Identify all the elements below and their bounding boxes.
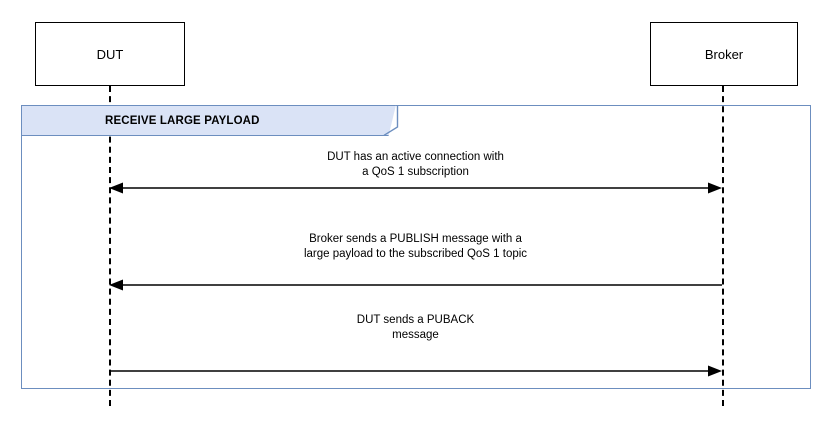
lifeline-dut <box>109 86 111 406</box>
participant-box-broker[interactable]: Broker <box>650 22 798 86</box>
message-2-arrow-left <box>109 279 722 291</box>
message-2-text-line1: Broker sends a PUBLISH message with a <box>309 233 522 245</box>
participant-label-broker: Broker <box>704 46 744 62</box>
message-3-arrow-right <box>109 365 722 377</box>
message-2-text-line2: large payload to the subscribed QoS 1 to… <box>303 248 528 260</box>
fragment-header-label: RECEIVE LARGE PAYLOAD <box>105 114 260 127</box>
message-3-text-line2: message <box>392 329 439 341</box>
message-1-arrow-bidirectional <box>109 182 722 194</box>
message-1-text-line2: a QoS 1 subscription <box>362 166 469 178</box>
participant-label-dut: DUT <box>96 46 124 62</box>
lifeline-broker <box>722 86 724 406</box>
participant-box-dut[interactable]: DUT <box>35 22 185 86</box>
message-1-text-line1: DUT has an active connection with <box>327 151 504 163</box>
fragment-header[interactable]: RECEIVE LARGE PAYLOAD <box>21 105 396 136</box>
combined-fragment-frame <box>21 105 811 389</box>
message-3-text-line1: DUT sends a PUBACK <box>356 314 475 326</box>
